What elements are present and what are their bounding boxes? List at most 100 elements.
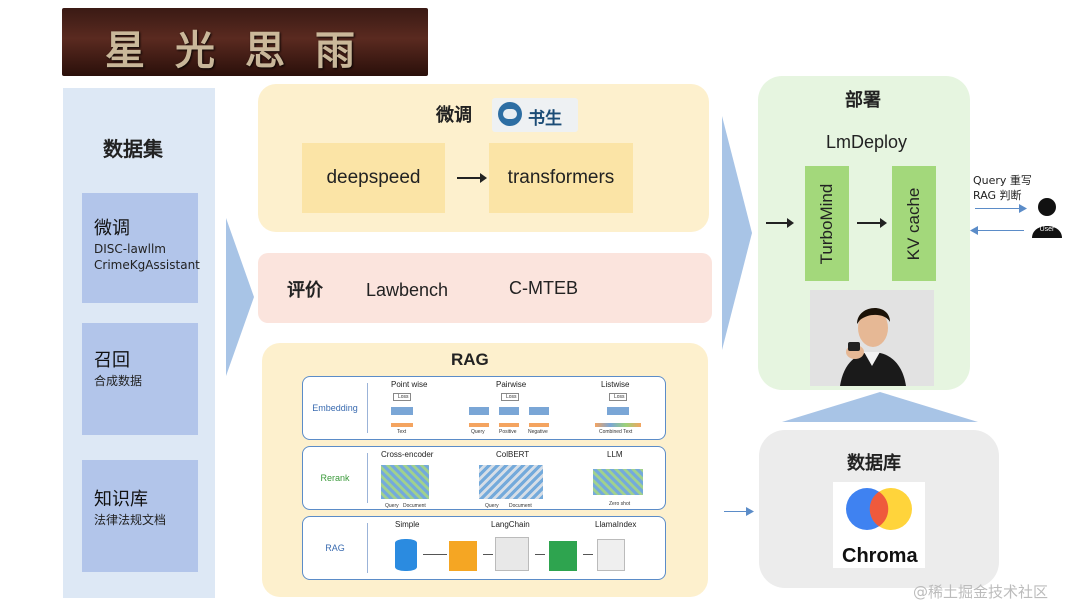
chroma-logo xyxy=(833,482,925,568)
tiny-text: Query xyxy=(385,503,399,509)
banner-image: 星光思雨 xyxy=(62,8,428,76)
shusheng-mascot-icon xyxy=(498,102,522,126)
arrow-dataset-to-pipeline-icon xyxy=(226,218,254,376)
token-strip-icon xyxy=(595,423,641,427)
token-strip-icon xyxy=(391,423,413,427)
query-rewrite-label: Query 重写 xyxy=(973,174,1032,187)
rag-row-rerank: Rerank Cross-encoder ColBERT LLM Query D… xyxy=(302,446,666,510)
output-block-icon xyxy=(549,541,577,571)
token-strip-icon xyxy=(529,423,549,427)
encoder-block-icon xyxy=(499,407,519,415)
query-notes: Query 重写 RAG 判断 xyxy=(973,173,1032,203)
rag-title: RAG xyxy=(451,350,489,369)
flow-arrow-icon xyxy=(483,554,493,555)
rag-row-label: Embedding xyxy=(312,403,358,413)
loss-box-icon: Loss xyxy=(609,393,627,401)
rag-method-label: ColBERT xyxy=(496,450,530,459)
deepspeed-box: deepspeed xyxy=(302,143,445,213)
arrow-head-icon xyxy=(746,507,754,516)
row-divider xyxy=(367,523,368,573)
tiny-loss: Loss xyxy=(614,394,625,400)
arrow-from-user-icon xyxy=(976,230,1024,231)
database-title: 数据库 xyxy=(847,453,901,474)
encoder-block-icon xyxy=(469,407,489,415)
presenter-photo xyxy=(810,290,934,386)
process-block-icon xyxy=(449,541,477,571)
loss-box-icon: Loss xyxy=(393,393,411,401)
benchmark-lawbench: Lawbench xyxy=(366,280,449,300)
arrow-head-icon xyxy=(1019,204,1027,213)
watermark: @稀土掘金技术社区 xyxy=(913,583,1049,601)
rag-method-label: LlamaIndex xyxy=(595,520,637,529)
flow-arrow-icon xyxy=(583,554,593,555)
rag-judge-label: RAG 判断 xyxy=(973,189,1022,202)
dataset-card-heading: 微调 xyxy=(94,218,130,239)
encoder-block-icon xyxy=(391,407,413,415)
rag-row-embedding: Embedding Point wise Pairwise Listwise L… xyxy=(302,376,666,440)
rag-method-label: LLM xyxy=(607,450,623,459)
rag-row-label: RAG xyxy=(325,543,345,553)
rag-row-label: Rerank xyxy=(320,473,350,483)
row-divider xyxy=(367,453,368,503)
arrow-right-icon xyxy=(457,173,487,183)
benchmark-cmteb: C-MTEB xyxy=(509,278,578,298)
arrow-to-user-icon xyxy=(975,208,1023,209)
deploy-title: 部署 xyxy=(845,90,881,111)
tiny-text: Positive xyxy=(499,429,517,435)
arrow-pipeline-to-deploy-icon xyxy=(722,116,752,350)
tiny-text: Combined Text xyxy=(599,429,633,435)
rag-method-label: Simple xyxy=(395,520,420,529)
rag-method-label: Listwise xyxy=(601,380,630,389)
lmdeploy-label: LmDeploy xyxy=(826,132,908,152)
tiny-loss: Loss xyxy=(398,394,409,400)
token-strip-icon xyxy=(499,423,519,427)
tiny-text: Query xyxy=(485,503,499,509)
document-icon xyxy=(597,539,625,571)
rag-row-rag: RAG Simple LangChain LlamaIndex xyxy=(302,516,666,580)
encoder-block-icon xyxy=(607,407,629,415)
flow-arrow-icon xyxy=(423,554,447,555)
dataset-card-line: CrimeKgAssistant xyxy=(94,258,200,272)
encoder-block-icon xyxy=(529,407,549,415)
chroma-name: Chroma xyxy=(842,545,918,567)
row-divider xyxy=(367,383,368,433)
colbert-network-icon xyxy=(479,465,543,499)
arrow-right-icon xyxy=(766,218,794,228)
dataset-card-recall: 召回 合成数据 xyxy=(82,323,198,435)
llm-network-icon xyxy=(593,469,643,495)
dataset-card-heading: 召回 xyxy=(94,350,130,371)
database-cylinder-icon xyxy=(395,539,417,571)
dataset-card-finetune: 微调 DISC-lawllm CrimeKgAssistant xyxy=(82,193,200,303)
document-stack-icon xyxy=(495,537,529,571)
chroma-circles-icon xyxy=(846,488,912,530)
rag-method-label: Pairwise xyxy=(496,380,527,389)
tiny-text: Document xyxy=(403,503,426,509)
evaluation-panel xyxy=(258,253,712,323)
dataset-card-line: 合成数据 xyxy=(94,374,143,388)
dataset-card-heading: 知识库 xyxy=(94,489,148,510)
tiny-loss: Loss xyxy=(506,394,517,400)
shusheng-logo: 书生 xyxy=(492,98,578,132)
banner-text: 星光思雨 xyxy=(105,27,385,74)
arrow-rag-to-database-icon xyxy=(724,511,750,512)
dataset-card-line: 法律法规文档 xyxy=(94,513,167,527)
tiny-text: Negative xyxy=(528,429,548,435)
arrow-right-icon xyxy=(857,218,887,228)
kv-cache-label: KV cache xyxy=(904,187,923,260)
dataset-card-knowledge: 知识库 法律法规文档 xyxy=(82,460,198,572)
rag-method-label: LangChain xyxy=(491,520,530,529)
turbomind-box: TurboMind xyxy=(805,166,849,281)
shusheng-logo-text: 书生 xyxy=(528,109,562,129)
user-icon: User xyxy=(1030,196,1064,240)
flow-arrow-icon xyxy=(535,554,545,555)
tiny-text: Query xyxy=(471,429,485,435)
tiny-text: Document xyxy=(509,503,532,509)
cross-encoder-network-icon xyxy=(381,465,429,499)
rag-method-label: Point wise xyxy=(391,380,428,389)
rag-method-label: Cross-encoder xyxy=(381,450,434,459)
finetune-title: 微调 xyxy=(436,105,472,126)
turbomind-label: TurboMind xyxy=(817,183,836,264)
tiny-text: Zero shot xyxy=(609,501,631,507)
token-strip-icon xyxy=(469,423,489,427)
loss-box-icon: Loss xyxy=(501,393,519,401)
